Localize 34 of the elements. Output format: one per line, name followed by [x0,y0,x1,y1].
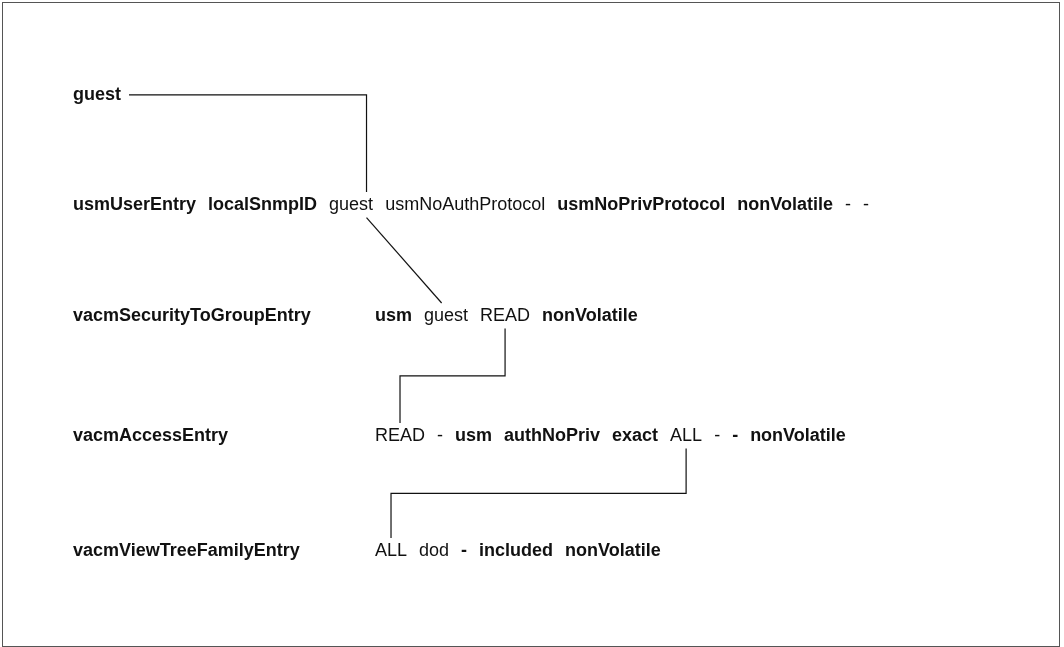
connector-line [390,448,687,539]
value-text: guest [329,194,374,216]
field-value: included [479,540,554,562]
field-value: authNoPriv [504,425,601,447]
entry-name: localSnmpID [208,194,318,216]
entry-name: vacmAccessEntry [73,425,229,447]
connector-line [128,94,368,193]
field-value: - [714,425,721,447]
field-value: usm [455,425,493,447]
field-value: nonVolatile [542,305,638,327]
entry-name: usmUserEntry [73,194,197,216]
entry-name: vacmViewTreeFamilyEntry [73,540,300,562]
value-text: ALL [375,540,408,562]
field-value: - [844,194,851,216]
value-text: guest [73,84,121,106]
field-value: usm [375,305,412,327]
connector-line [399,328,506,424]
field-value: - [437,425,443,447]
field-value: nonVolatile [737,194,833,216]
value-text: ALL [670,425,703,447]
field-value: dod [419,540,450,562]
field-value: exact [612,425,659,447]
field-value: - [862,194,869,216]
value-text: READ [480,305,531,327]
connector-line [365,217,443,304]
field-value: usmNoAuthProtocol [385,194,546,216]
field-value: nonVolatile [750,425,846,447]
field-value: - [461,540,468,562]
field-value: - [732,425,739,447]
field-value: nonVolatile [565,540,661,562]
value-text: guest [424,305,469,327]
entry-name: vacmSecurityToGroupEntry [73,305,311,327]
value-text: READ [375,425,425,447]
field-value: usmNoPrivProtocol [557,194,726,216]
